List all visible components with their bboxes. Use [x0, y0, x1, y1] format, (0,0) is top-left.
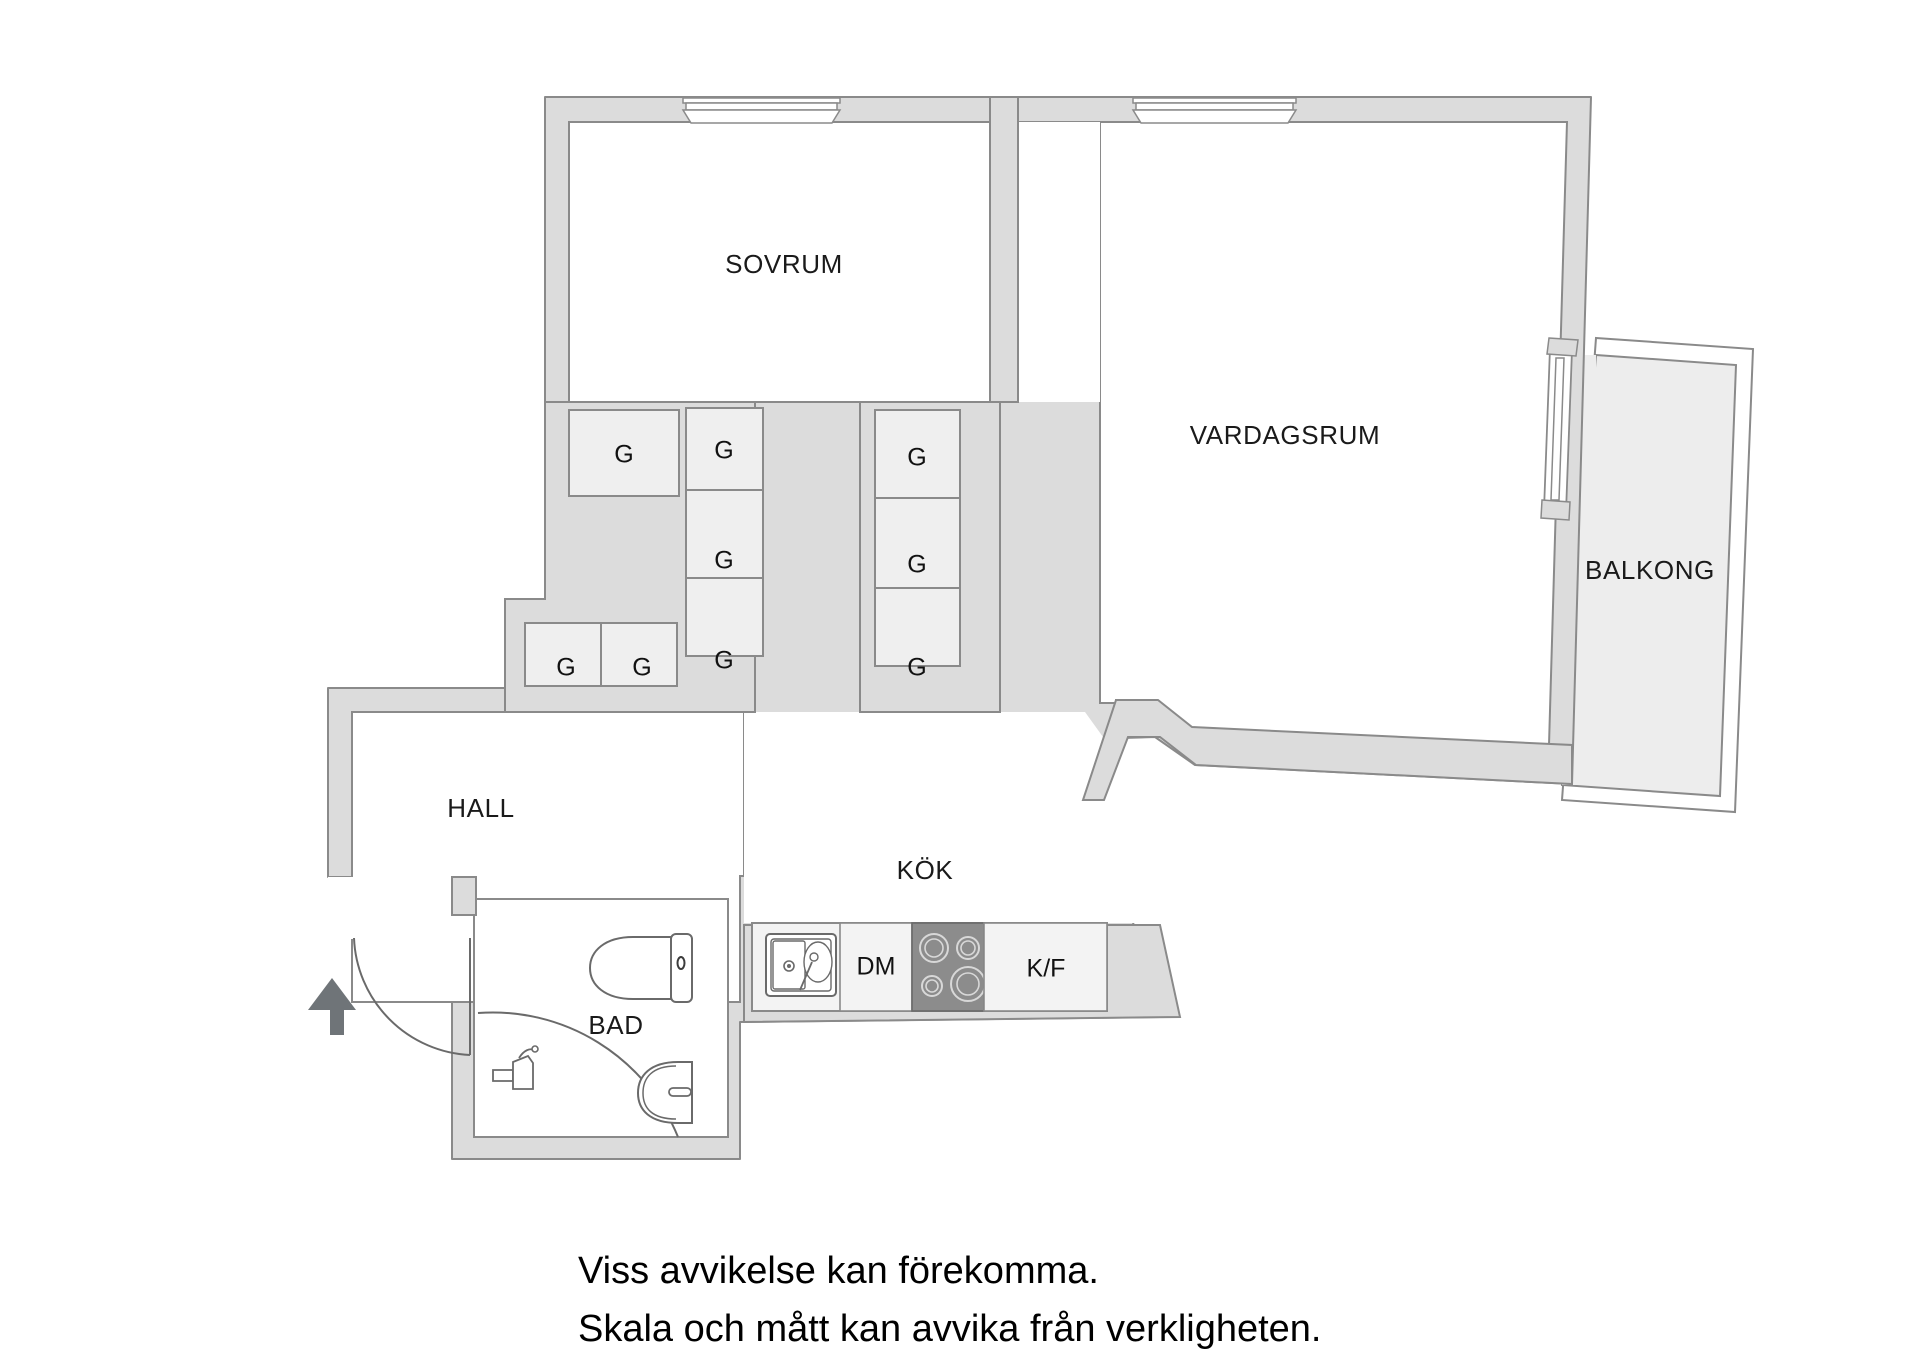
washbasin-icon [636, 1061, 693, 1124]
window-vardagsrum [1131, 97, 1298, 124]
shower-head-icon [492, 1045, 539, 1090]
entrance-door-swing-arc [353, 937, 471, 1056]
room-label-sovrum: SOVRUM [725, 249, 843, 279]
closet-label: G [714, 437, 733, 465]
appliance-label-dishwasher: DM [857, 953, 896, 981]
caption-line-1: Viss avvikelse kan förekomma. [578, 1250, 1099, 1292]
kitchen-upper-angled-wall [1081, 699, 1573, 801]
closet-label: G [907, 444, 926, 472]
closet-label: G [714, 547, 733, 575]
closet-label: G [714, 647, 733, 675]
room-label-kok: KÖK [897, 855, 954, 885]
wardrobe-block [504, 401, 1001, 713]
entrance-door-group[interactable] [328, 877, 471, 1056]
room-floor-kok [744, 770, 1192, 923]
closet-cell[interactable] [685, 577, 764, 657]
entrance-opening [328, 877, 354, 939]
dishwasher-unit[interactable] [839, 922, 913, 1012]
closet-label: G [907, 654, 926, 682]
room-floor-hall-kitchen-link [744, 712, 1121, 800]
closet-cell[interactable] [685, 407, 764, 491]
window-sovrum [681, 97, 842, 124]
closet-label: G [556, 654, 575, 682]
balcony-door-icon[interactable] [1540, 337, 1579, 521]
closet-cell[interactable] [524, 622, 602, 687]
kitchen-counter [751, 922, 1108, 1012]
partition-sovrum-vardagsrum [989, 96, 1019, 403]
appliance-label-fridge: K/F [1027, 955, 1066, 983]
room-label-bad: BAD [588, 1010, 643, 1040]
closet-cell[interactable] [874, 497, 961, 589]
closet-cell[interactable] [568, 409, 680, 497]
fridge-freezer[interactable] [983, 922, 1108, 1012]
bathroom-fixtures [451, 876, 693, 1138]
closet-cell[interactable] [874, 409, 961, 499]
toilet-icon [588, 933, 693, 1003]
closet-cell[interactable] [685, 489, 764, 579]
balcony-structure [1560, 336, 1755, 814]
room-label-balkong: BALKONG [1585, 555, 1715, 585]
stove-icon[interactable] [911, 922, 986, 1012]
caption-line-2: Skala och mått kan avvika från verklighe… [578, 1308, 1322, 1350]
room-floor-sovrum [568, 121, 991, 403]
closet-label: G [632, 654, 651, 682]
closet-label: G [907, 551, 926, 579]
closet-cell[interactable] [874, 587, 961, 667]
sink-icon [765, 933, 837, 997]
closet-cell[interactable] [600, 622, 678, 687]
room-label-vardagsrum: VARDAGSRUM [1190, 420, 1380, 450]
closet-label: G [614, 441, 633, 469]
partition-walls [989, 96, 1019, 403]
bathroom-left-jamb [451, 876, 477, 916]
entrance-arrow-icon [308, 978, 356, 1035]
room-label-hall: HALL [447, 793, 514, 823]
